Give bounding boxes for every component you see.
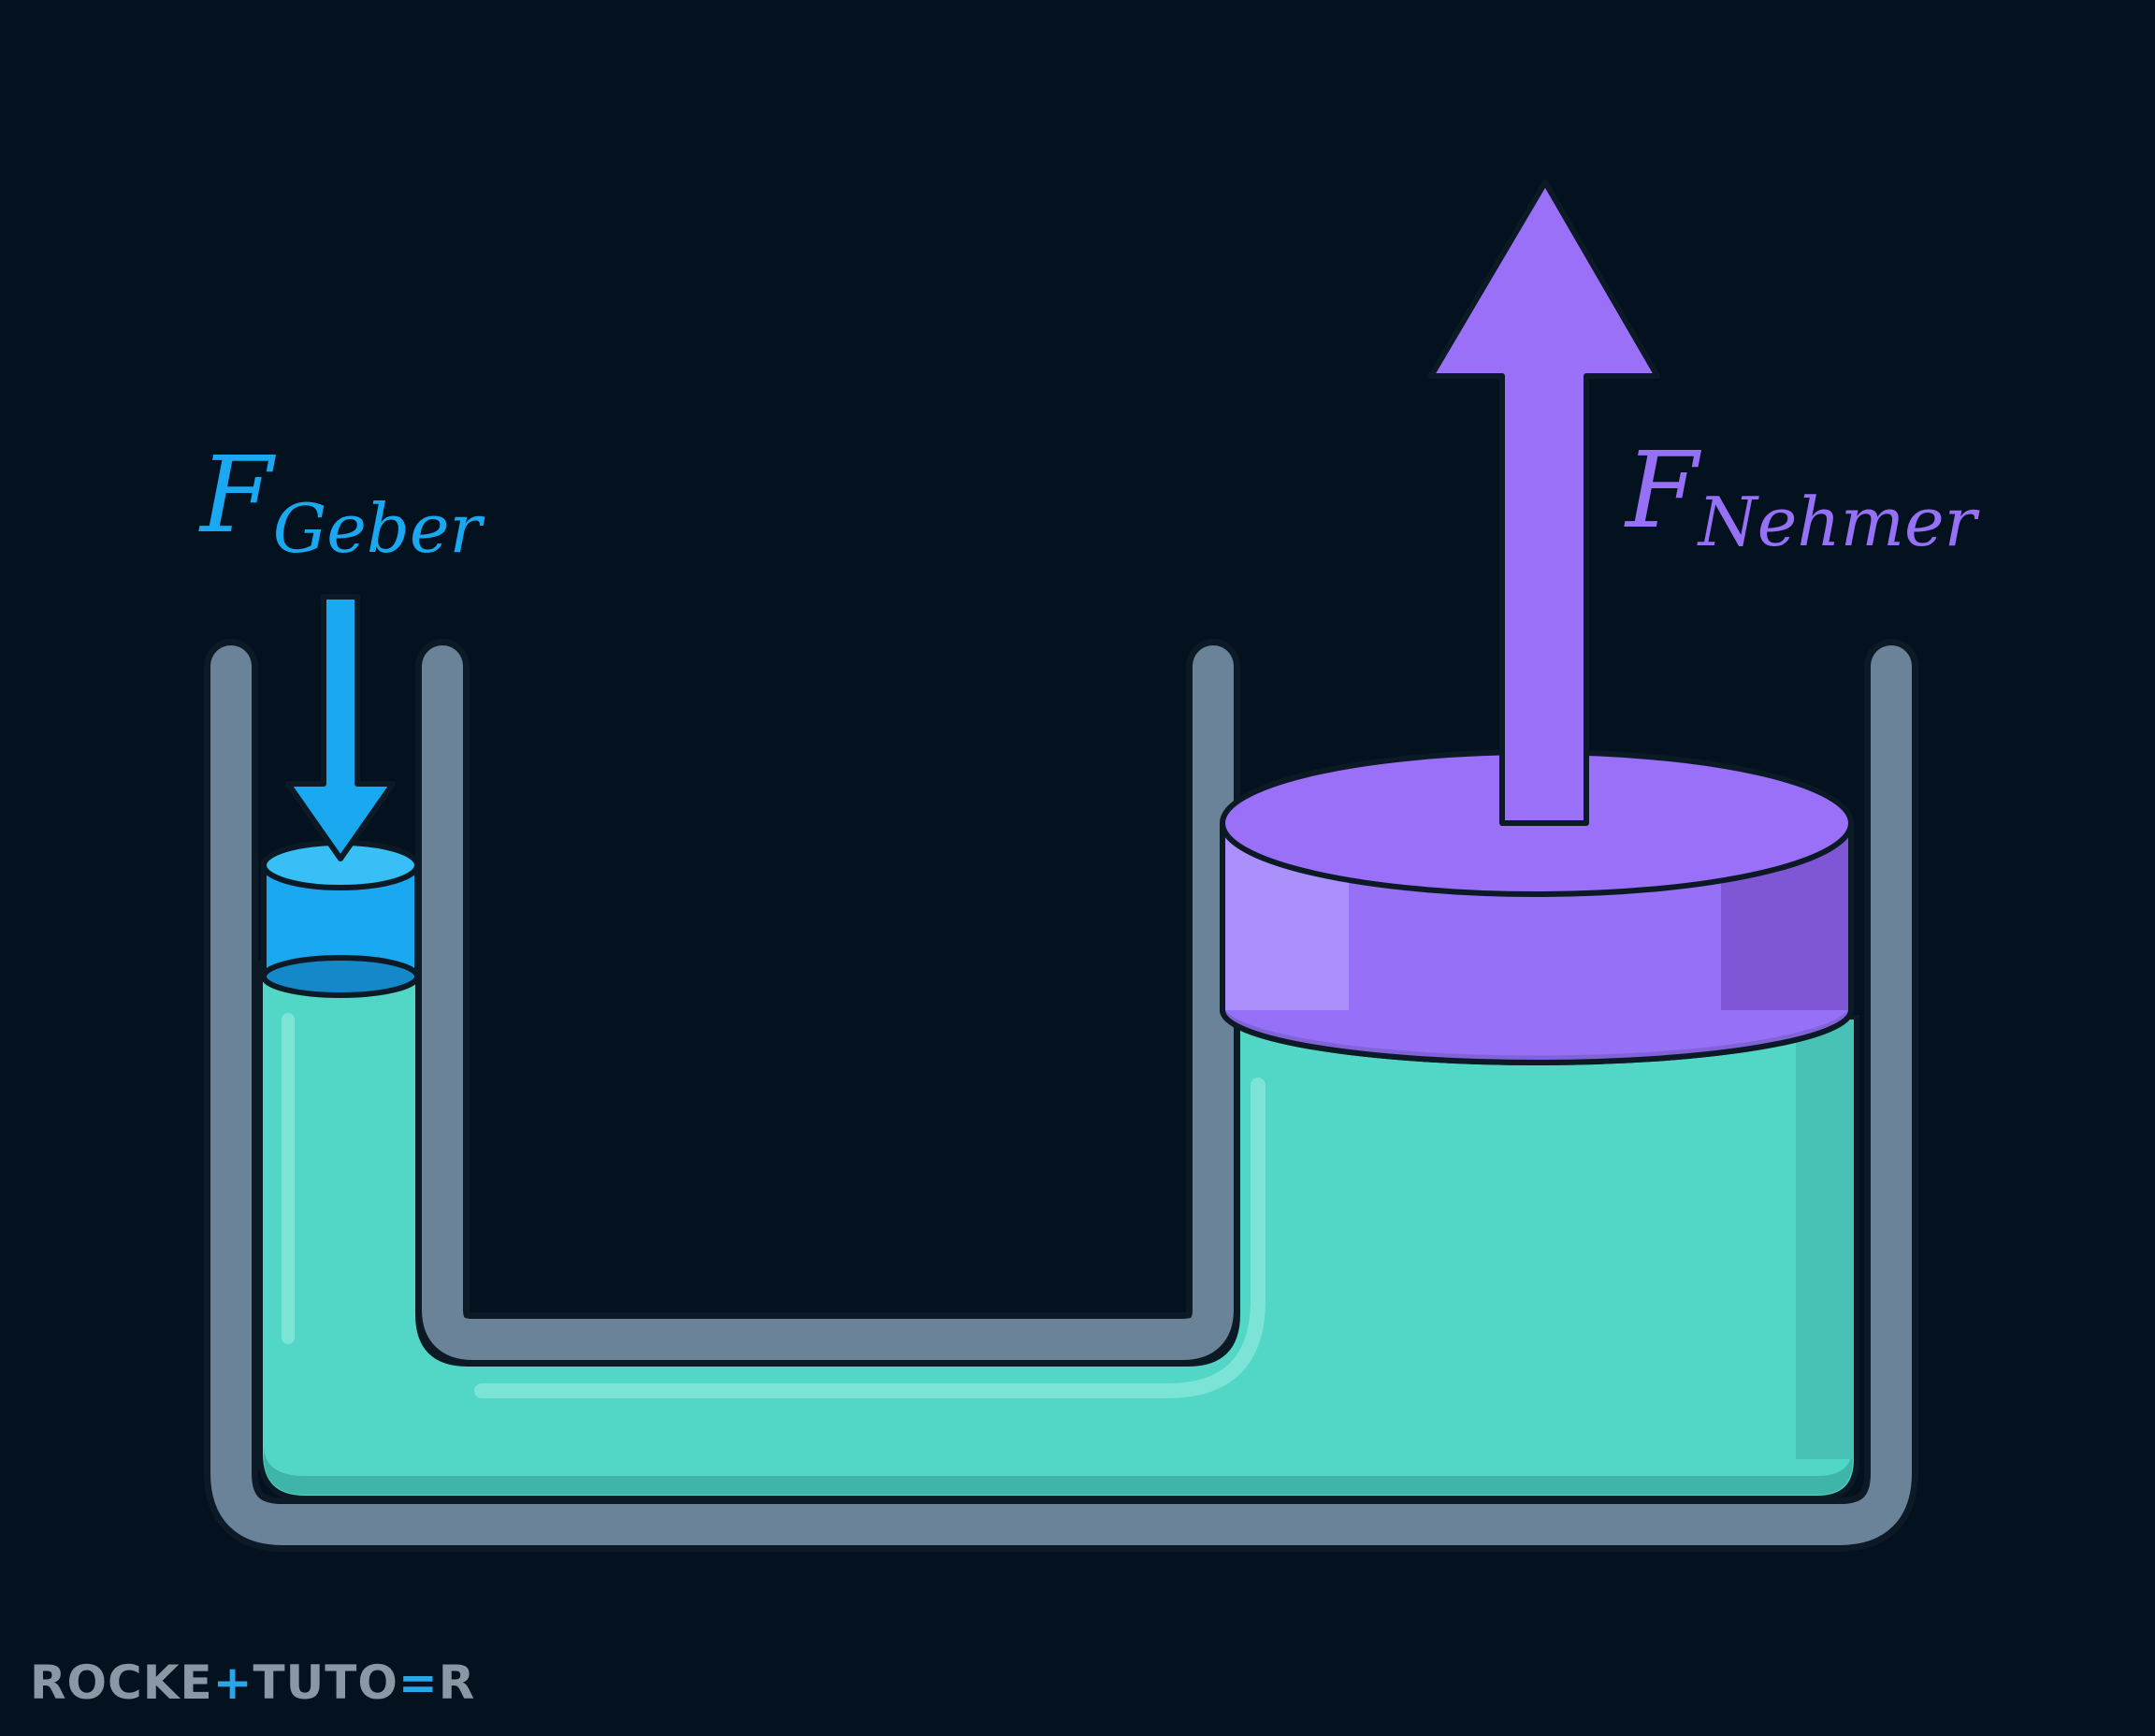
input-force-symbol: F	[198, 435, 276, 557]
logo-text-part2: TUTO	[253, 1656, 398, 1710]
output-force-symbol: F	[1624, 430, 1701, 552]
input-piston	[261, 840, 420, 998]
hydraulic-fluid	[257, 961, 1859, 1501]
fluid-highlight-bottom	[474, 1078, 1266, 1398]
brand-logo: ROCKE+TUTO=R	[30, 1656, 475, 1710]
input-force-arrow	[285, 594, 396, 861]
fluid-shade-right	[1796, 1020, 1854, 1459]
output-force-label: FNehmer	[1624, 430, 1980, 561]
input-force-label: FGeber	[198, 435, 485, 568]
logo-text-part1: ROCKE	[30, 1656, 213, 1710]
logo-plus-icon: +	[212, 1656, 253, 1710]
output-force-arrow	[1428, 180, 1660, 826]
logo-text-part3: R	[438, 1656, 476, 1710]
output-force-subscript: Nehmer	[1697, 483, 1980, 561]
vessel-wall-fill	[210, 645, 1912, 1545]
input-force-subscript: Geber	[273, 489, 485, 568]
fluid-shadow	[264, 1445, 1853, 1495]
logo-equals-icon: =	[398, 1656, 439, 1710]
